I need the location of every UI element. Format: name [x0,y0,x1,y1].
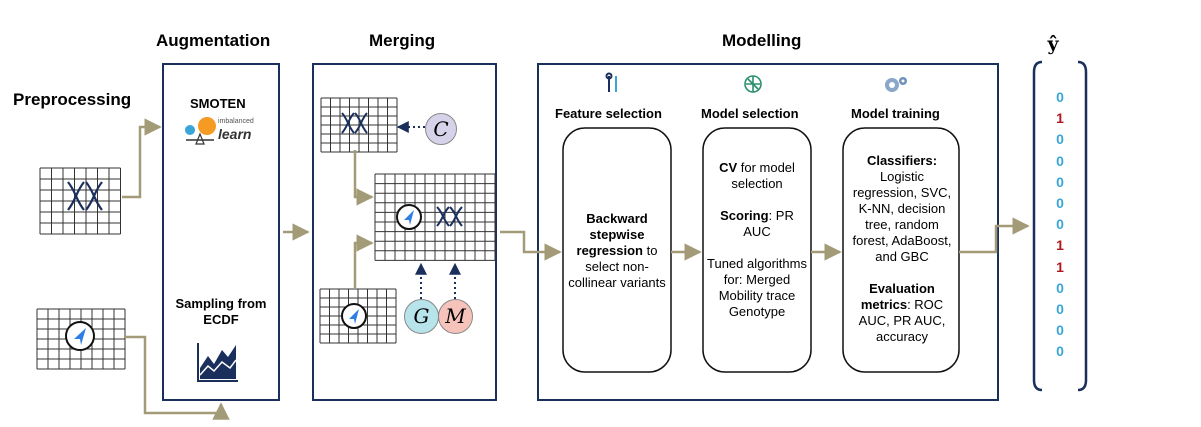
model-training-text: Classifiers:Logistic regression, SVC, K-… [847,153,957,345]
m-node: M [438,299,473,334]
metrics-text: Evaluation metrics: ROC AUC, PR AUC, acc… [858,281,946,344]
logo-small-text: imbalanced [218,118,254,125]
output-value: 1 [1056,237,1064,254]
feature-selection-text: Backward stepwise regression to select n… [568,211,666,290]
output-value: 0 [1056,89,1064,105]
ecdf-label: Sampling from ECDF [175,296,267,327]
output-value: 1 [1056,110,1064,127]
logo-big-text: learn [218,126,252,142]
arrow-mobility-to-merged [353,234,374,288]
merged-grid [374,173,496,261]
scoring-text: Scoring: PR AUC [720,208,794,239]
classifiers-text: Classifiers:Logistic regression, SVC, K-… [852,153,952,264]
cv-text: CV for model selection [719,160,795,191]
c-node: C [425,113,457,145]
output-value: 0 [1056,322,1064,339]
gears-icon [885,77,907,92]
model-selection-title: Model selection [701,106,799,121]
tools-icon [605,72,617,92]
output-value: 0 [1056,279,1064,296]
ecdf-chart-icon [197,343,238,382]
location-arrow-icon [65,321,95,351]
output-value: 0 [1056,195,1064,211]
model-training-box [842,127,960,373]
genotype-grid [39,167,121,235]
modelling-header: Modelling [722,31,802,50]
augmentation-header: Augmentation [156,31,271,50]
tuned-text: Tuned algorithms for: Merged Mobility tr… [707,256,807,319]
output-value: 0 [1056,301,1064,317]
output-value: 0 [1056,343,1064,360]
output-value: 0 [1056,131,1064,148]
y-hat-label: ŷ [1047,33,1059,55]
arrow-genotype-to-merged [353,150,374,206]
feature-selection-box [562,127,672,373]
feature-selection-title: Feature selection [555,106,662,121]
output-value: 0 [1056,216,1064,233]
output-bracket [1032,60,1043,392]
model-selection-text: CV for model selection Scoring: PR AUC T… [706,160,808,320]
smoten-label: SMOTEN [190,96,246,111]
modelling-box [537,63,999,401]
brain-icon [744,75,762,93]
location-arrow-icon [341,303,367,329]
output-value: 0 [1056,173,1064,190]
merging-header: Merging [369,31,436,50]
dna-icon [436,206,463,227]
preprocessing-header: Preprocessing [13,90,132,109]
model-training-title: Model training [851,106,940,121]
g-node: G [404,299,439,334]
dna-icon [341,112,368,134]
output-value: 0 [1056,152,1064,169]
arrow-modelling-to-output [959,217,1030,254]
dna-icon [67,181,103,211]
location-arrow-icon [396,204,422,230]
arrow-genotype-to-augmentation [122,118,162,199]
arrow-mobility-to-augmentation [124,335,230,420]
model-selection-box [702,127,812,373]
imbalanced-learn-logo [185,117,216,145]
output-value: 1 [1056,258,1064,275]
arrow-merging-to-modelling [500,230,562,261]
augmentation-box [162,63,280,401]
